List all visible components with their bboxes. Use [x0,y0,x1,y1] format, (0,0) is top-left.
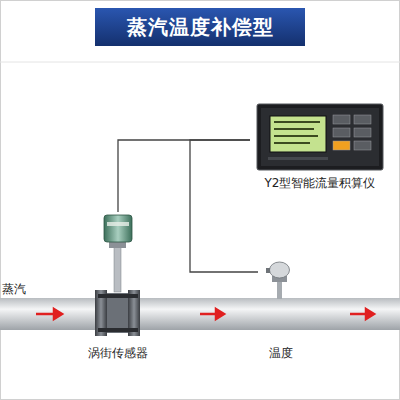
node-label: Y2型智能流量积算仪 [240,175,400,192]
vortex-sensor: 涡街传感器 [82,212,154,362]
flow-computer: Y2型智能流量积算仪 [250,100,390,192]
steam-pipe [0,298,400,330]
vortex-sensor-symbol [95,215,140,336]
medium-label: 蒸汽 [2,281,26,298]
rule [0,62,400,63]
temperature-sensor: 温度 [258,260,304,362]
signal-wire [118,140,250,212]
temperature-sensor-symbol [266,262,290,299]
node-label: 温度 [248,345,314,362]
flow-arrows [36,309,374,319]
diagram-title: 蒸汽温度补偿型 [95,8,305,46]
flow-computer-symbol [257,104,383,170]
node-label: 涡街传感器 [72,345,164,362]
signal-wire [190,140,258,272]
title-banner [95,8,305,46]
